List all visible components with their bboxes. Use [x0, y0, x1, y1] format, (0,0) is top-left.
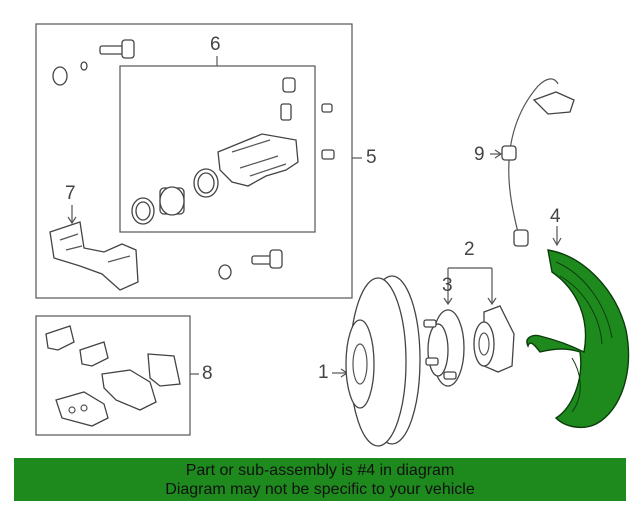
- callout-5: 5: [366, 147, 377, 168]
- wheel-speed-sensor: [490, 78, 575, 247]
- bracket-bolt: [218, 249, 283, 280]
- callout-4: 4: [550, 206, 561, 227]
- caliper-bolt: [99, 39, 135, 59]
- callout-8: 8: [202, 363, 213, 384]
- banner-line-1: Part or sub-assembly is #4 in diagram: [185, 462, 455, 479]
- brake-rotor: [332, 275, 421, 447]
- brake-pads: [45, 325, 181, 427]
- info-banner: Part or sub-assembly is #4 in diagram Di…: [14, 458, 626, 501]
- parts-diagram: [35, 23, 630, 447]
- caliper-bracket: [49, 205, 139, 291]
- bushing: [52, 61, 88, 86]
- piston-seals: [131, 168, 219, 225]
- brake-pad-kit-box: [35, 315, 191, 436]
- callout-9: 9: [474, 144, 485, 165]
- hub-assembly: [423, 267, 515, 387]
- dust-shield-highlight: [526, 226, 630, 429]
- dust-shield: [526, 249, 630, 429]
- caliper-kit-box: [35, 23, 353, 299]
- callout-6: 6: [210, 34, 221, 55]
- callout-2: 2: [464, 239, 475, 260]
- banner-line-2: Diagram may not be specific to your vehi…: [165, 481, 475, 498]
- callout-7: 7: [65, 183, 76, 204]
- callout-1: 1: [318, 362, 329, 383]
- caliper-housing: [217, 77, 335, 187]
- callout-3: 3: [442, 275, 453, 296]
